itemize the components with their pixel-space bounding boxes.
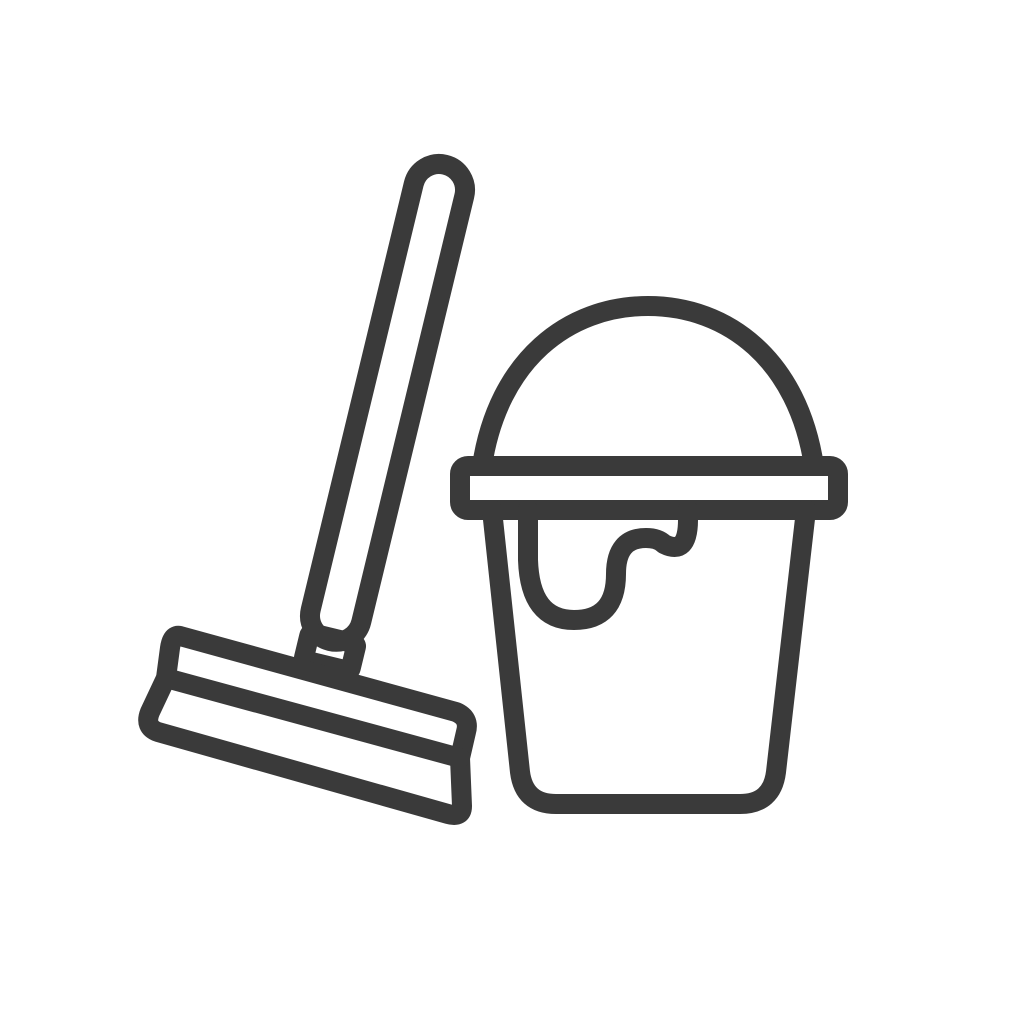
bucket-lid-dome — [472, 296, 824, 476]
bucket-rim — [450, 456, 848, 520]
mop-head-divider — [156, 668, 470, 768]
mop-handle — [300, 153, 475, 652]
bucket-drip — [518, 500, 698, 630]
mop-head — [138, 625, 477, 825]
bucket-icon — [450, 296, 848, 814]
bucket-body — [482, 500, 816, 814]
mop-icon — [138, 153, 477, 825]
mop-collar — [294, 623, 366, 681]
